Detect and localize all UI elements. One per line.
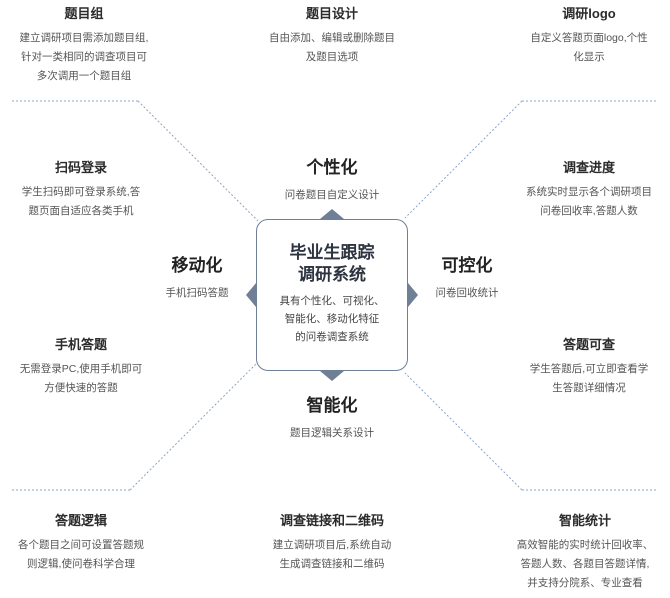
feature-title: 手机答题 xyxy=(54,337,107,352)
pillar-personalization: 个性化 问卷题目自定义设计 xyxy=(262,157,402,203)
pillar-title: 个性化 xyxy=(306,158,358,177)
feature-desc: 系统实时显示各个调研项目 问卷回收率,答题人数 xyxy=(526,186,652,217)
diagonal-top-right xyxy=(404,100,523,219)
pillar-mobile: 移动化 手机扫码答题 xyxy=(152,255,242,301)
feature-title: 答题逻辑 xyxy=(54,513,107,528)
pointer-left xyxy=(246,283,256,307)
feature-title: 调研logo xyxy=(562,6,616,21)
feature-desc: 建立调研项目需添加题目组, 针对一类相同的调查项目可 多次调用一个题目组 xyxy=(19,32,149,82)
feature-title: 智能统计 xyxy=(558,513,611,528)
pointer-bottom xyxy=(320,371,344,381)
pillar-desc: 问卷回收统计 xyxy=(435,287,499,299)
pillar-intelligent: 智能化 题目逻辑关系设计 xyxy=(262,395,402,441)
feature-desc: 各个题目之间可设置答题规 则逻辑,使问卷科学合理 xyxy=(18,539,144,570)
pillar-desc: 题目逻辑关系设计 xyxy=(290,427,374,439)
feature-mobile-answer: 手机答题 无需登录PC,使用手机即可 方便快速的答题 xyxy=(0,336,162,398)
feature-qr-login: 扫码登录 学生扫码即可登录系统,答 题页面自适应各类手机 xyxy=(0,159,162,221)
feature-title: 调查进度 xyxy=(562,160,615,175)
feature-desc: 学生扫码即可登录系统,答 题页面自适应各类手机 xyxy=(21,186,141,217)
feature-desc: 自定义答题页面logo,个性 化显示 xyxy=(530,32,648,63)
feature-title: 答题可查 xyxy=(562,337,615,352)
feature-question-design: 题目设计 自由添加、编辑或删除题目 及题目选项 xyxy=(246,5,418,67)
pillar-title: 智能化 xyxy=(306,396,358,415)
feature-desc: 建立调研项目后,系统自动 生成调查链接和二维码 xyxy=(272,539,392,570)
diagonal-top-left xyxy=(137,100,259,222)
feature-answer-review: 答题可查 学生答题后,可立即查看学 生答题详细情况 xyxy=(508,336,670,398)
pointer-right xyxy=(408,283,418,307)
feature-survey-progress: 调查进度 系统实时显示各个调研项目 问卷回收率,答题人数 xyxy=(508,159,670,221)
feature-desc: 自由添加、编辑或删除题目 及题目选项 xyxy=(269,32,395,63)
pointer-top xyxy=(320,209,344,219)
diagonal-bottom-right xyxy=(404,372,523,491)
feature-desc: 无需登录PC,使用手机即可 方便快速的答题 xyxy=(19,363,143,394)
feature-title: 调查链接和二维码 xyxy=(279,513,384,528)
system-desc: 具有个性化、可视化、 智能化、移动化特征 的问卷调查系统 xyxy=(279,295,385,343)
feature-desc: 学生答题后,可立即查看学 生答题详细情况 xyxy=(529,363,649,394)
pillar-desc: 问卷题目自定义设计 xyxy=(284,189,380,201)
feature-title: 题目组 xyxy=(64,6,104,21)
pillar-controllable: 可控化 问卷回收统计 xyxy=(422,255,512,301)
feature-desc: 高效智能的实时统计回收率、 答题人数、各题目答题详情, 并支持分院系、专业查看 xyxy=(516,539,654,589)
feature-title: 扫码登录 xyxy=(54,160,107,175)
feature-title: 题目设计 xyxy=(305,6,358,21)
pillar-title: 可控化 xyxy=(441,256,493,275)
feature-survey-logo: 调研logo 自定义答题页面logo,个性 化显示 xyxy=(508,5,670,67)
pillar-title: 移动化 xyxy=(171,256,223,275)
feature-smart-stats: 智能统计 高效智能的实时统计回收率、 答题人数、各题目答题详情, 并支持分院系、… xyxy=(500,512,670,593)
center-system-box: 毕业生跟踪 调研系统 具有个性化、可视化、 智能化、移动化特征 的问卷调查系统 xyxy=(256,219,408,371)
system-title: 毕业生跟踪 调研系统 xyxy=(289,243,375,284)
feature-answer-logic: 答题逻辑 各个题目之间可设置答题规 则逻辑,使问卷科学合理 xyxy=(0,512,162,574)
pillar-desc: 手机扫码答题 xyxy=(165,287,229,299)
feature-question-group: 题目组 建立调研项目需添加题目组, 针对一类相同的调查项目可 多次调用一个题目组 xyxy=(0,5,168,86)
feature-survey-link-qr: 调查链接和二维码 建立调研项目后,系统自动 生成调查链接和二维码 xyxy=(246,512,418,574)
